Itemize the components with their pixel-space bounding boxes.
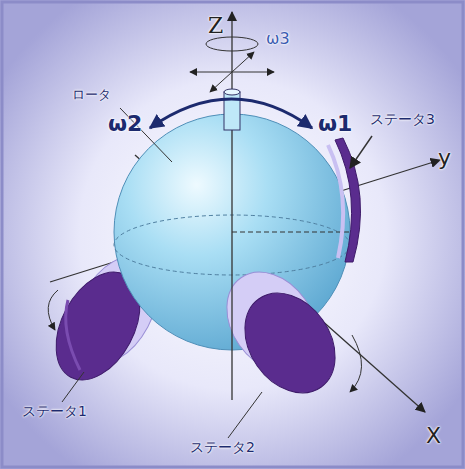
axis-label: y: [438, 146, 451, 170]
rotation-label: ω1: [318, 112, 352, 136]
dashed-axis: [232, 232, 350, 233]
stator-2: [208, 255, 361, 410]
leader-line: [350, 136, 372, 168]
rotation-label: ω3: [266, 30, 290, 48]
rotation-label: ω2: [108, 112, 142, 136]
z-axis: [231, 12, 232, 400]
omega3-arrow: [206, 37, 258, 51]
axis-label: X: [426, 424, 441, 448]
leader-line: [228, 392, 262, 438]
part-name: ステータ3: [370, 112, 435, 127]
part-name: ロータ: [72, 88, 111, 102]
tilt-arrow: [210, 52, 254, 92]
omega-arc: [150, 99, 312, 128]
part-name: ステータ1: [22, 404, 87, 419]
shaft: [224, 89, 240, 130]
part-name: ステータ2: [190, 440, 255, 455]
rotation-arrow: [48, 290, 58, 330]
stator-3-rim: [328, 145, 343, 258]
leader-line: [62, 372, 84, 402]
axis-label: Z: [208, 14, 223, 38]
